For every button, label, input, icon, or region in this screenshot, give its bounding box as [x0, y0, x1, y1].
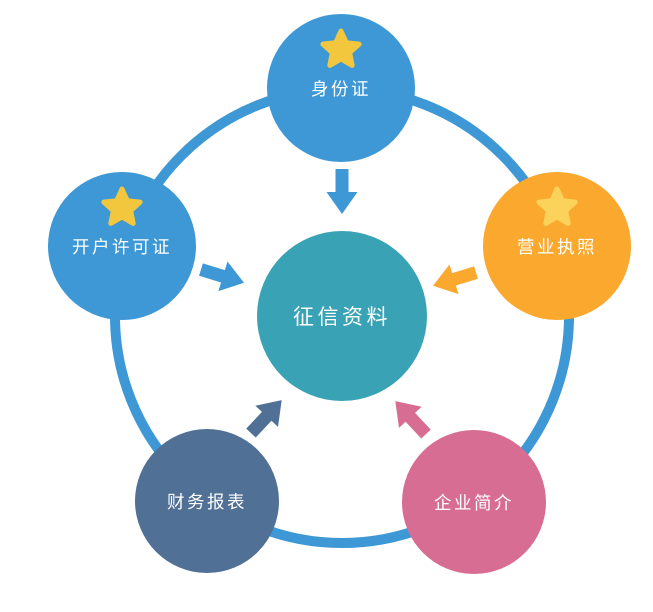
arrow-from-top-icon [326, 169, 358, 214]
center-circle [257, 231, 427, 401]
node-financial-statements: 财务报表 [135, 429, 279, 573]
center-hub: 征信资料 [257, 231, 427, 401]
node-label-financial-statements: 财务报表 [167, 492, 247, 512]
star-icon [101, 186, 143, 226]
node-label-id-card: 身份证 [311, 79, 371, 99]
node-label-company-profile: 企业简介 [434, 493, 514, 513]
arrow-from-right-icon [433, 264, 478, 295]
star-icon [320, 28, 362, 68]
node-circle-id-card [267, 14, 415, 162]
node-id-card: 身份证 [267, 14, 415, 162]
node-circle-business-license [483, 172, 631, 320]
star-icon [536, 186, 578, 226]
node-account-permit: 开户许可证 [48, 172, 196, 320]
arrow-from-left-icon [199, 261, 244, 292]
node-circle-company-profile [402, 430, 546, 574]
node-circle-account-permit [48, 172, 196, 320]
node-label-business-license: 营业执照 [517, 237, 597, 257]
center-label: 征信资料 [293, 306, 391, 329]
node-label-account-permit: 开户许可证 [72, 237, 172, 257]
node-circle-financial-statements [135, 429, 279, 573]
arrow-from-bottom-left-icon [246, 400, 282, 438]
node-company-profile: 企业简介 [402, 430, 546, 574]
node-business-license: 营业执照 [483, 172, 631, 320]
arrow-from-bottom-right-icon [395, 401, 431, 439]
